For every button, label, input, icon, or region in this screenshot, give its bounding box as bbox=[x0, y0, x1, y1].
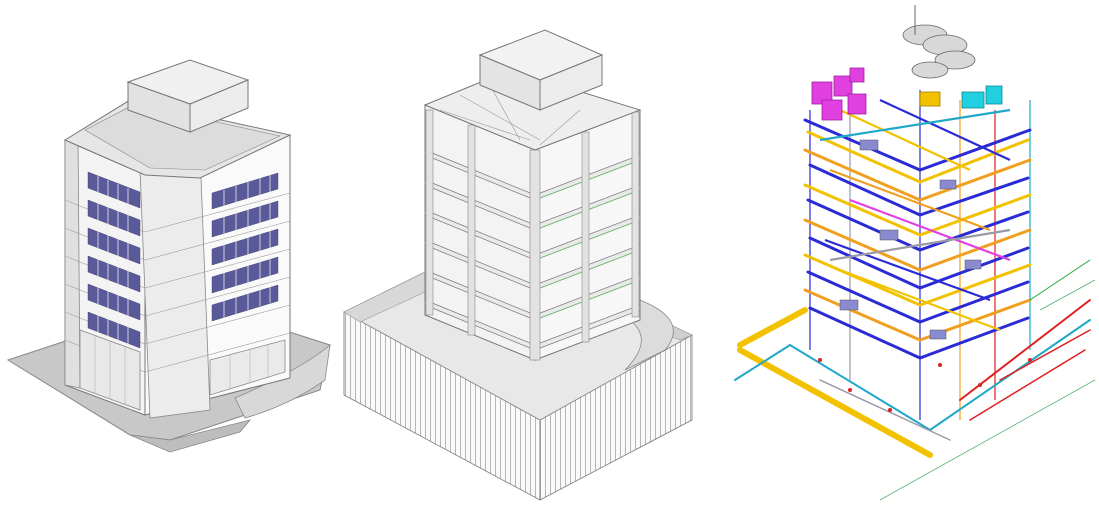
corner-pilaster bbox=[139, 151, 211, 419]
columns bbox=[425, 109, 640, 361]
rooftop-yellow-pump bbox=[919, 91, 941, 107]
right-facade-windows bbox=[211, 172, 279, 322]
roof-parapet bbox=[84, 103, 281, 171]
ground-distribution-piping bbox=[734, 259, 1091, 458]
architectural-model-panel bbox=[0, 0, 345, 506]
mep-model-panel bbox=[730, 0, 1099, 506]
cross-piping bbox=[819, 99, 1011, 332]
rooftop-water-tanks bbox=[902, 24, 976, 79]
penthouse-right bbox=[539, 54, 603, 111]
structural-model-panel bbox=[340, 0, 695, 506]
floor-piping-bands bbox=[803, 118, 1032, 360]
plumbing-fixtures bbox=[818, 358, 1032, 412]
window-mullions bbox=[97, 175, 271, 344]
left-side-column bbox=[64, 134, 81, 389]
structural-model-drawing bbox=[343, 29, 693, 501]
rooftop-cyan-units bbox=[961, 85, 1003, 109]
storefront-right bbox=[209, 339, 286, 396]
roof-ribs bbox=[439, 84, 581, 146]
storefront-lines bbox=[94, 336, 269, 405]
architectural-model-drawing bbox=[6, 59, 331, 453]
equipment-units bbox=[839, 139, 982, 340]
penthouse-right bbox=[189, 79, 249, 133]
left-facade-windows bbox=[87, 171, 141, 349]
rooftop-magenta-units bbox=[811, 67, 867, 121]
site-boundary-lines bbox=[879, 279, 1096, 501]
mep-model-drawing bbox=[734, 5, 1096, 501]
vertical-risers bbox=[809, 90, 1031, 420]
ground-plate-front bbox=[129, 419, 252, 453]
